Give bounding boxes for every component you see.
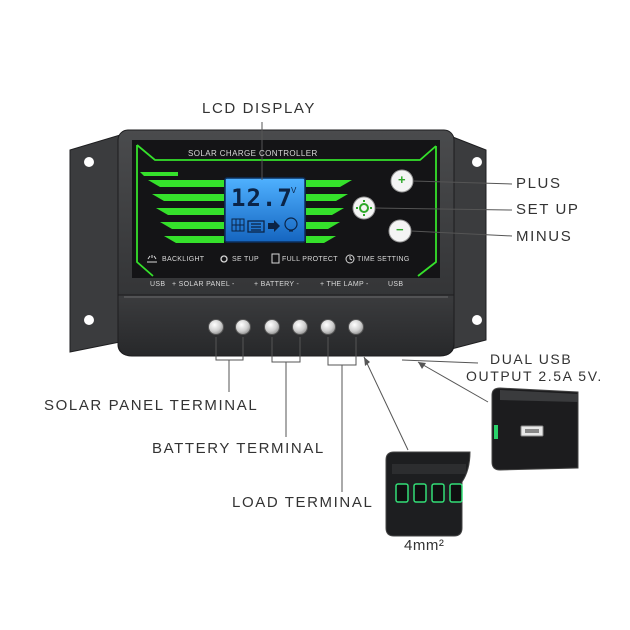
lcd-battery-icon <box>247 220 265 233</box>
lcd-solar-icon <box>231 218 245 232</box>
port-solar-panel: + SOLAR PANEL - <box>172 281 235 288</box>
lcd-unit: V <box>291 186 297 195</box>
face-green-outline <box>136 144 437 277</box>
solar-terminal-bracket <box>215 337 244 392</box>
minus-label: MINUS <box>516 228 573 245</box>
left-green-stripes <box>140 172 224 243</box>
terminal-slots-icon <box>395 483 463 503</box>
terminal-zoom-arrow <box>363 356 409 451</box>
solar-plus-screw <box>208 319 224 335</box>
port-usb-left: USB <box>150 281 166 288</box>
setup-gear-icon <box>220 255 228 263</box>
port-battery: + BATTERY - <box>254 281 300 288</box>
usb-arrowhead <box>418 362 426 369</box>
mounting-hole-bottom-right <box>472 315 482 325</box>
dual-usb-label: DUAL USB <box>490 351 573 367</box>
gear-icon <box>356 200 372 216</box>
terminal-base <box>117 294 455 357</box>
usb-zoom-arrow <box>417 361 489 403</box>
terminal-zoom-inset <box>385 451 471 537</box>
lcd-bulb-icon <box>284 217 298 232</box>
usb-output-label: OUTPUT 2.5A 5V. <box>466 368 603 384</box>
port-lamp: + THE LAMP - <box>320 281 369 288</box>
mounting-hole-top-left <box>84 157 94 167</box>
minus-leader <box>410 230 513 237</box>
lcd-arrow-icon <box>268 220 280 232</box>
wire-size-label: 4mm² <box>404 537 445 554</box>
minus-symbol: − <box>396 222 404 237</box>
plus-label: PLUS <box>516 175 562 192</box>
status-backlight: BACKLIGHT <box>162 256 205 263</box>
battery-terminal-bracket <box>271 337 301 437</box>
solar-minus-screw <box>235 319 251 335</box>
backlight-icon <box>147 255 157 263</box>
port-usb-right: USB <box>388 281 404 288</box>
plus-symbol: + <box>398 172 406 187</box>
battery-plus-screw <box>264 319 280 335</box>
battery-terminal-label: BATTERY TERMINAL <box>152 440 325 457</box>
time-setting-icon <box>345 254 355 264</box>
usb-leader <box>401 359 479 364</box>
leader-lines <box>215 122 513 492</box>
mounting-hole-top-right <box>472 157 482 167</box>
terminal-screws <box>208 319 364 335</box>
status-setup: SE TUP <box>232 256 259 263</box>
lcd-display-label: LCD DISPLAY <box>202 100 317 117</box>
battery-minus-screw <box>292 319 308 335</box>
set-up-label: SET UP <box>516 201 580 218</box>
lcd-reading: 12.7 <box>231 184 293 212</box>
plus-leader <box>412 180 513 185</box>
load-plus-screw <box>320 319 336 335</box>
load-terminal-bracket <box>327 337 357 492</box>
load-terminal-label: LOAD TERMINAL <box>232 494 374 511</box>
full-protect-icon <box>271 253 280 264</box>
status-time-setting: TIME SETTING <box>357 256 410 263</box>
solar-panel-terminal-label: SOLAR PANEL TERMINAL <box>44 397 259 414</box>
load-minus-screw <box>348 319 364 335</box>
terminal-arrowhead <box>364 357 370 366</box>
setup-leader <box>374 207 513 211</box>
mounting-hole-bottom-left <box>84 315 94 325</box>
usb-zoom-inset <box>491 387 579 471</box>
panel-title: SOLAR CHARGE CONTROLLER <box>188 149 318 158</box>
status-full-protect: FULL PROTECT <box>282 256 338 263</box>
right-green-stripes <box>306 180 352 243</box>
